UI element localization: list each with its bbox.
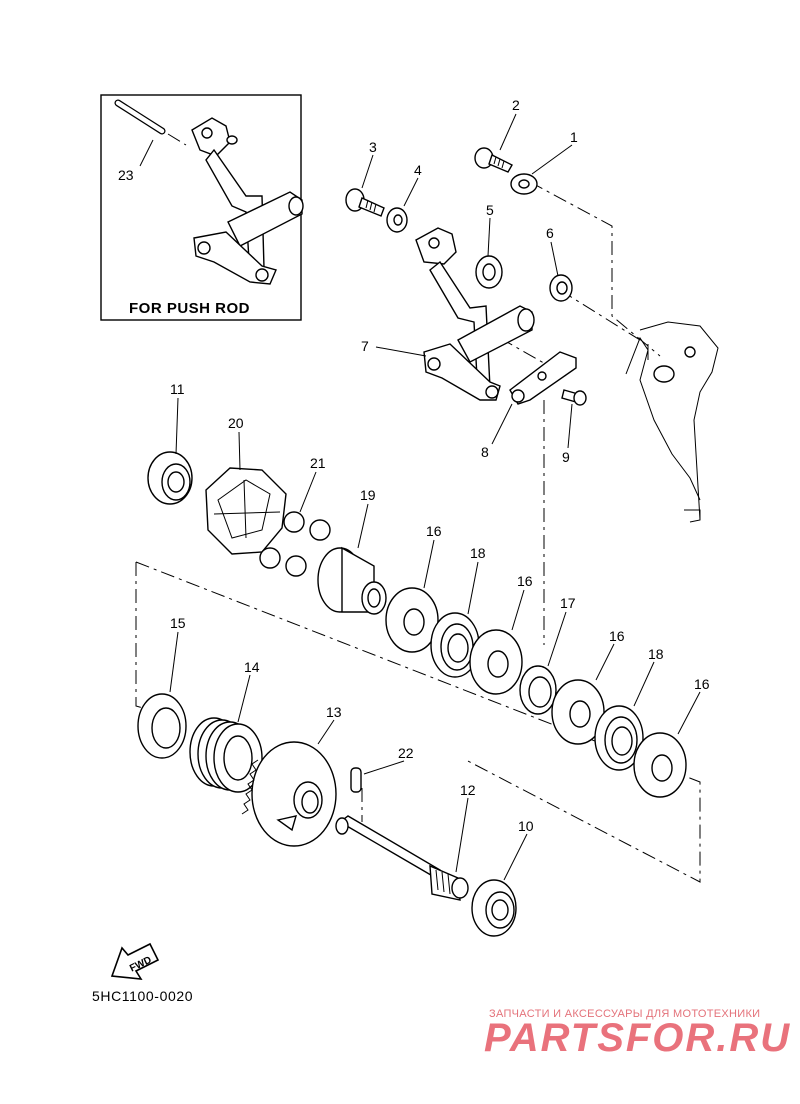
washer-16-d [633, 732, 687, 798]
callout-18-a: 18 [470, 545, 486, 561]
bearing-10 [471, 879, 517, 937]
bracket-8 [509, 351, 577, 405]
callout-13: 13 [326, 704, 342, 720]
callout-23: 23 [118, 167, 134, 183]
engine-case-outline [625, 321, 719, 523]
callout-9: 9 [562, 449, 570, 465]
kick-shaft-12 [335, 815, 469, 901]
callout-12: 12 [460, 782, 476, 798]
bushing-15 [137, 693, 187, 759]
balls-21 [259, 511, 331, 577]
callout-14: 14 [244, 659, 260, 675]
callout-6: 6 [546, 225, 554, 241]
callout-21: 21 [310, 455, 326, 471]
callout-20: 20 [228, 415, 244, 431]
callout-numbers: 1 2 3 4 5 6 7 8 9 10 11 12 13 14 15 16 1… [170, 97, 710, 834]
callout-16-c: 16 [609, 628, 625, 644]
callout-10: 10 [518, 818, 534, 834]
callout-16-a: 16 [426, 523, 442, 539]
callout-3: 3 [369, 139, 377, 155]
screw-9 [561, 389, 587, 406]
seal-6 [549, 274, 573, 302]
bearing-11 [147, 451, 193, 505]
push-rod-inset: 23 FOR PUSH ROD [100, 94, 304, 321]
callout-15: 15 [170, 615, 186, 631]
callout-16-b: 16 [517, 573, 533, 589]
fwd-arrow-icon: FWD [110, 942, 160, 980]
callout-2: 2 [512, 97, 520, 113]
washer-16-b [469, 629, 523, 695]
washer-16-c [551, 679, 605, 745]
bolt-2 [474, 147, 513, 173]
callout-8: 8 [481, 444, 489, 460]
leader-lines [169, 113, 701, 881]
callout-1: 1 [570, 129, 578, 145]
inset-lever-assembly [191, 117, 304, 285]
bolt-3 [345, 188, 385, 217]
pin-22 [350, 767, 362, 793]
spring-14 [189, 717, 263, 793]
callout-16-d: 16 [694, 676, 710, 692]
thrust-bearing-18-b [594, 705, 644, 771]
washer-16-a [385, 587, 439, 653]
diagram-code: 5HC1100-0020 [92, 988, 194, 1004]
watermark-tagline: ЗАПЧАСТИ И АКСЕССУАРЫ ДЛЯ МОТОТЕХНИКИ [489, 1008, 761, 1020]
callout-11: 11 [170, 381, 185, 397]
callout-7: 7 [361, 338, 369, 354]
callout-22: 22 [398, 745, 414, 761]
washer-4 [386, 207, 408, 233]
inset-caption: FOR PUSH ROD [129, 300, 250, 317]
ratchet-gear-13 [241, 741, 337, 847]
collar-5 [475, 255, 503, 289]
cam-20 [205, 467, 287, 555]
callout-19: 19 [360, 487, 376, 503]
push-rod-part [114, 99, 187, 146]
callout-4: 4 [414, 162, 422, 178]
washer-1 [510, 173, 538, 195]
callout-17: 17 [560, 595, 576, 611]
lever-shaft-7 [415, 227, 535, 401]
watermark-logo: PARTSFOR.RU [484, 1016, 792, 1060]
callout-5: 5 [486, 202, 494, 218]
ring-17 [519, 665, 557, 715]
collar-19 [317, 546, 387, 615]
thrust-bearing-18-a [430, 612, 480, 678]
callout-18-b: 18 [648, 646, 664, 662]
